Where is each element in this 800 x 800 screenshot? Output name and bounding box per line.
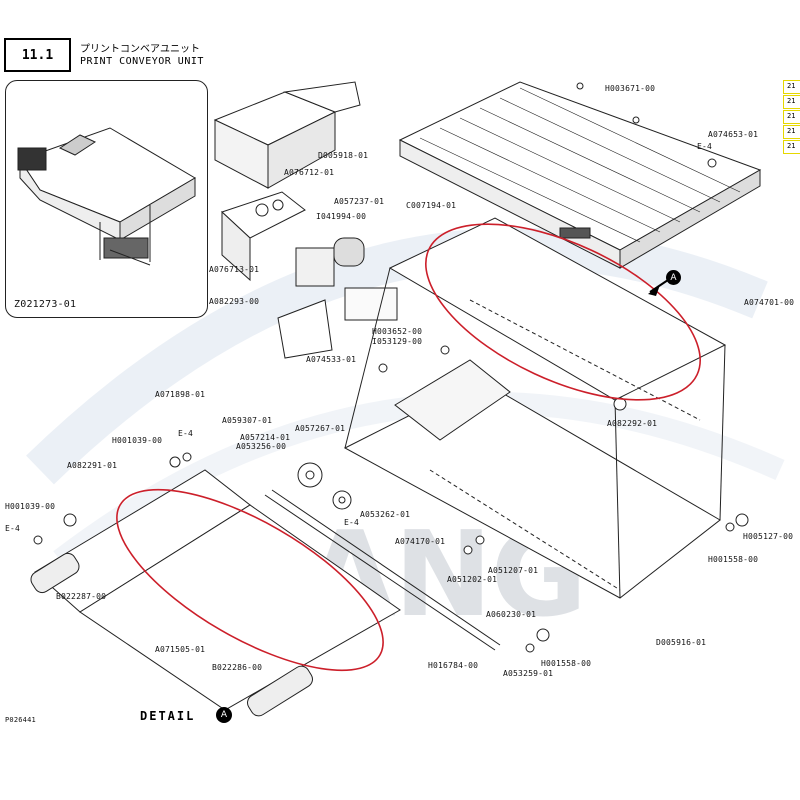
view-arrow-head bbox=[648, 285, 660, 296]
part-label: D005918-01 bbox=[318, 151, 369, 160]
reference-tabs: 21 21 21 21 21 bbox=[783, 80, 800, 155]
part-label: H016784-00 bbox=[428, 661, 479, 670]
part-label: A053256-00 bbox=[236, 442, 287, 451]
detail-marker: A bbox=[216, 707, 232, 723]
part-label: A059307-01 bbox=[222, 416, 273, 425]
main-frame bbox=[343, 217, 727, 599]
part-label: A053259-01 bbox=[503, 669, 554, 678]
part-label: B022287-00 bbox=[56, 592, 107, 601]
part-label: I041994-00 bbox=[316, 212, 367, 221]
part-label: H003671-00 bbox=[605, 84, 656, 93]
part-label: A053262-01 bbox=[360, 510, 411, 519]
section-number: 11.1 bbox=[4, 38, 71, 72]
part-label: C007194-01 bbox=[406, 201, 457, 210]
part-label: I053129-00 bbox=[372, 337, 423, 346]
figure-id: P026441 bbox=[5, 716, 36, 724]
part-label: E-4 bbox=[178, 429, 194, 438]
part-label: E-4 bbox=[344, 518, 360, 527]
part-label: A051207-01 bbox=[488, 566, 539, 575]
part-label: A051202-01 bbox=[447, 575, 498, 584]
inset-part-label: Z021273-01 bbox=[14, 299, 77, 310]
part-label: A082292-01 bbox=[607, 419, 658, 428]
ref-tab[interactable]: 21 bbox=[783, 140, 800, 154]
part-label: H001558-00 bbox=[541, 659, 592, 668]
motor-bracket bbox=[221, 191, 398, 359]
ref-tab[interactable]: 21 bbox=[783, 95, 800, 109]
part-label: D005916-01 bbox=[656, 638, 707, 647]
part-label: A074533-01 bbox=[306, 355, 357, 364]
part-label: A074701-00 bbox=[744, 298, 795, 307]
part-label: A074170-01 bbox=[395, 537, 446, 546]
part-label: H001558-00 bbox=[708, 555, 759, 564]
part-label: A082293-00 bbox=[209, 297, 260, 306]
part-label: H001039-00 bbox=[112, 436, 163, 445]
watermark-arc bbox=[26, 227, 768, 485]
part-label: A082291-01 bbox=[67, 461, 118, 470]
part-label: E-4 bbox=[697, 142, 713, 151]
ref-tab[interactable]: 21 bbox=[783, 110, 800, 124]
part-label: A057214-01 bbox=[240, 433, 291, 442]
detail-title: DETAIL bbox=[140, 709, 196, 723]
part-label: H005127-00 bbox=[743, 532, 794, 541]
part-label: A057237-01 bbox=[334, 197, 385, 206]
part-label: A071505-01 bbox=[155, 645, 206, 654]
ref-tab[interactable]: 21 bbox=[783, 125, 800, 139]
part-label: A057267-01 bbox=[295, 424, 346, 433]
part-label: H001039-00 bbox=[5, 502, 56, 511]
part-label: A071898-01 bbox=[155, 390, 206, 399]
ref-tab[interactable]: 21 bbox=[783, 80, 800, 94]
title-english: PRINT CONVEYOR UNIT bbox=[80, 56, 204, 67]
part-label: A060230-01 bbox=[486, 610, 537, 619]
title-japanese: プリントコンベアユニット bbox=[80, 44, 200, 55]
top-cover bbox=[213, 81, 361, 189]
part-label: A076712-01 bbox=[284, 168, 335, 177]
inset-frame bbox=[5, 80, 208, 318]
part-label: A074653-01 bbox=[708, 130, 759, 139]
part-label: B022286-00 bbox=[212, 663, 263, 672]
part-label: H003652-00 bbox=[372, 327, 423, 336]
inset-unit-illustration bbox=[17, 127, 196, 266]
part-label: E-4 bbox=[5, 524, 21, 533]
highlight-ellipse-upper bbox=[425, 223, 701, 401]
conveyor-top-plate bbox=[398, 81, 762, 269]
highlight-ellipse-lower bbox=[116, 488, 384, 672]
part-label: A076713-01 bbox=[209, 265, 260, 274]
view-marker: A bbox=[666, 270, 681, 285]
small-hardware bbox=[33, 82, 749, 653]
